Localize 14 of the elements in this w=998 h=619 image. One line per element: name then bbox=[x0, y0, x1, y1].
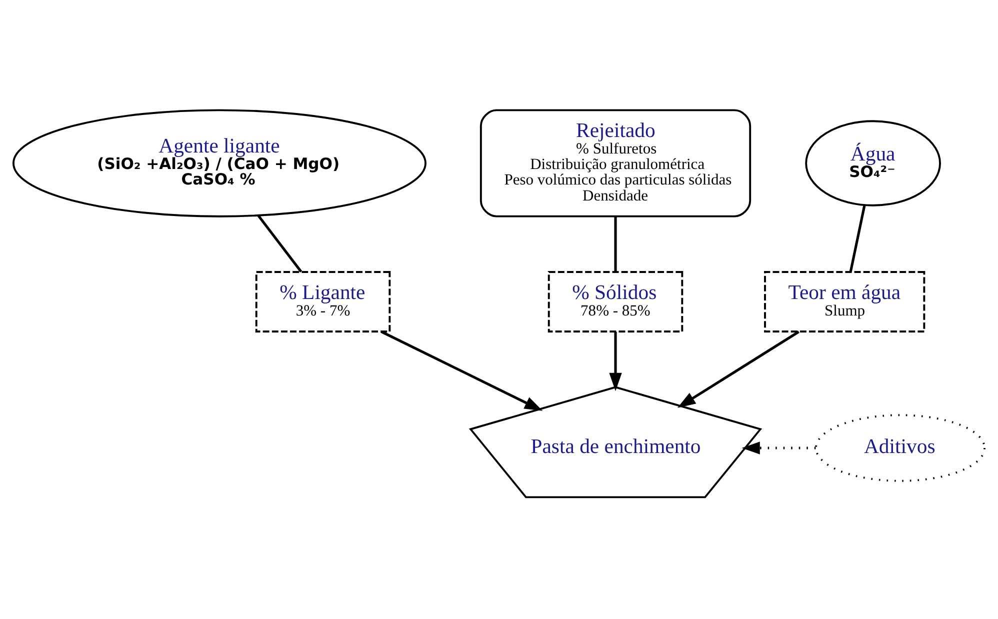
node-box: Teor em água Slump bbox=[764, 271, 926, 332]
arrow bbox=[380, 330, 543, 411]
node-box: % Sólidos 78% - 85% bbox=[548, 271, 684, 332]
node-ellipse: Aditivos bbox=[815, 414, 986, 482]
connector bbox=[849, 205, 866, 272]
node-ellipse: Água SO₄²⁻ bbox=[805, 120, 941, 206]
node-box: Rejeitado % Sulfuretos Distribuição granulométrica Peso volúmico das particulas sólidas Densidade bbox=[480, 109, 752, 218]
node-box: % Ligante 3% - 7% bbox=[255, 271, 391, 332]
arrow bbox=[677, 330, 800, 408]
arrow bbox=[609, 332, 622, 392]
arrow bbox=[742, 442, 816, 454]
connector bbox=[257, 214, 302, 272]
connector bbox=[614, 216, 617, 272]
node-ellipse: Agente ligante (SiO₂ +Al₂O₃) / (CaO + MgO) CaSO₄ % bbox=[12, 109, 426, 218]
